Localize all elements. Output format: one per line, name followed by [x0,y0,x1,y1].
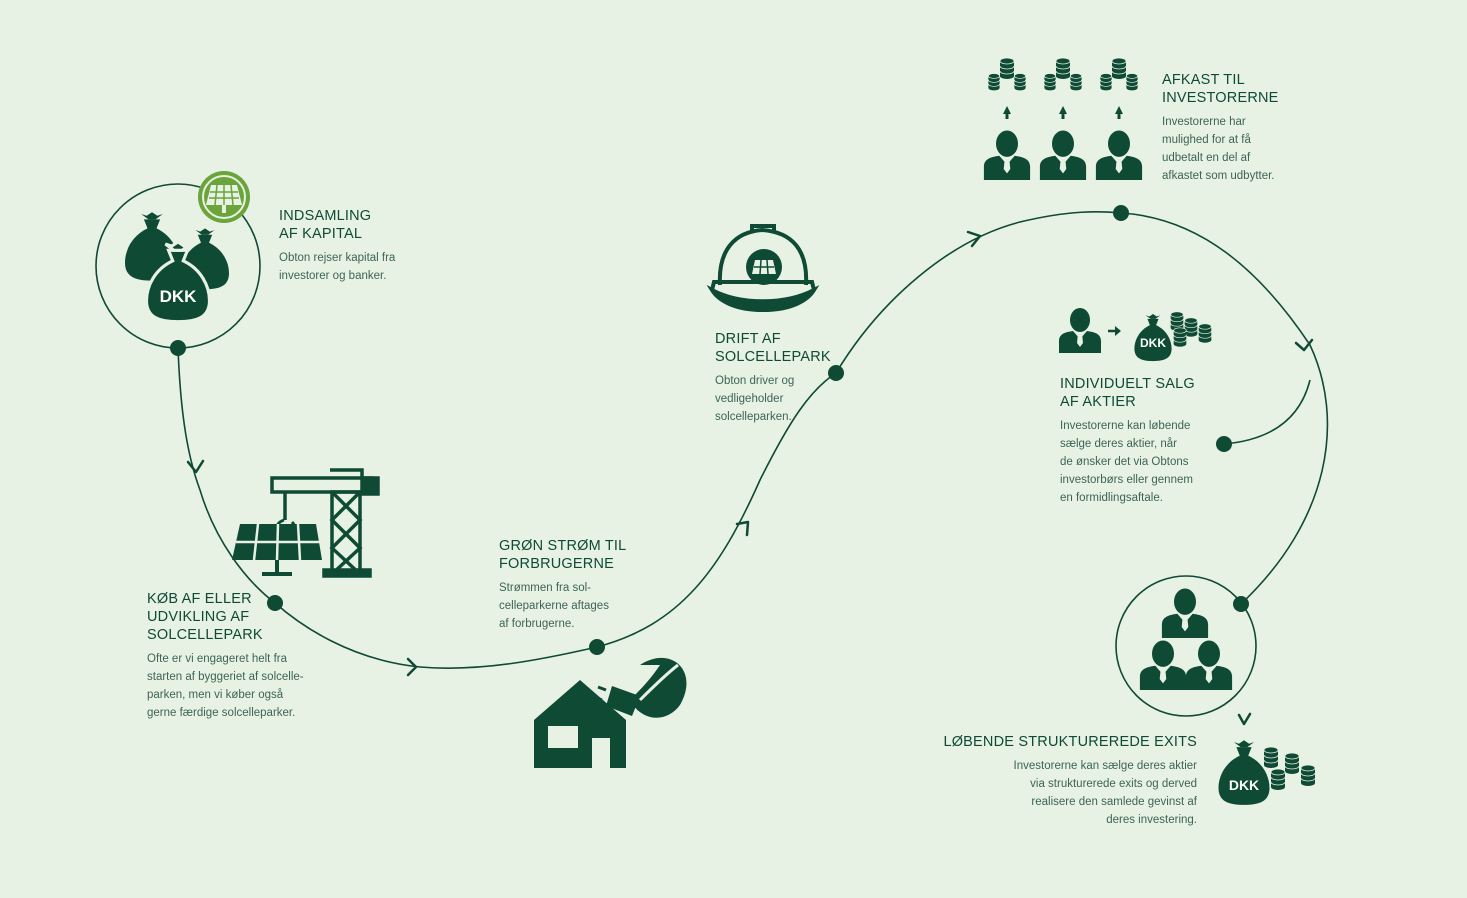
step-description: Strømmen fra sol- celleparkerne aftages … [499,582,609,630]
step-title: INDSAMLING AF KAPITAL [279,208,372,242]
step-operation: DRIFT AF SOLCELLEPARK Obton driver og ve… [715,330,831,426]
flow-path [177,210,1329,669]
step-description: Ofte er vi engageret helt fra starten af… [147,653,304,719]
house-plug-leaf-icon [534,657,687,768]
step-description: Investorerne kan løbende sælge deres akt… [1060,420,1193,504]
investors-coins-icon [983,57,1143,180]
step-title: DRIFT AF SOLCELLEPARK [715,331,831,365]
node-dot [1113,205,1129,221]
solar-panel-badge-icon [198,171,250,223]
money-bags-icon: DKK [95,183,261,349]
node-dot [267,595,283,611]
step-description: Obton rejser kapital fra investorer og b… [279,252,396,282]
step-description: Investorerne har mulighed for at få udbe… [1162,116,1275,182]
step-green-power: GRØN STRØM TIL FORBRUGERNE Strømmen fra … [499,537,626,633]
step-description: Obton driver og vedligeholder solcellepa… [715,375,795,423]
step-structured-exits: LØBENDE STRUKTUREREDE EXITS Investorerne… [943,733,1197,829]
money-bag-coins-icon: DKK [1218,740,1316,805]
hard-hat-solar-icon [706,224,820,313]
step-title: LØBENDE STRUKTUREREDE EXITS [943,734,1197,750]
step-individual-sale: INDIVIDUELT SALG AF AKTIER Investorerne … [1060,375,1195,507]
step-title: GRØN STRØM TIL FORBRUGERNE [499,538,627,572]
flow-arrows [186,230,1314,726]
step-purchase: KØB AF ELLER UDVIKLING AF SOLCELLEPARK O… [147,590,304,722]
node-dot [828,365,844,381]
svg-text:DKK: DKK [1140,336,1166,350]
node-dot [1216,436,1232,452]
svg-text:DKK: DKK [160,287,198,306]
node-dot [589,639,605,655]
crane-solar-construction-icon [232,468,380,578]
step-title: INDIVIDUELT SALG AF AKTIER [1060,376,1195,410]
investor-group-icon [1115,575,1257,717]
person-to-money-bag-icon: DKK [1059,308,1212,362]
svg-text:DKK: DKK [1229,777,1259,793]
step-returns: AFKAST TIL INVESTORERNE Investorerne har… [1162,71,1279,185]
step-description: Investorerne kan sælge deres aktier via … [1013,760,1197,826]
step-title: AFKAST TIL INVESTORERNE [1162,72,1279,106]
step-capital: INDSAMLING AF KAPITAL Obton rejser kapit… [279,207,395,285]
flow-nodes [170,205,1249,655]
step-title: KØB AF ELLER UDVIKLING AF SOLCELLEPARK [147,591,263,643]
